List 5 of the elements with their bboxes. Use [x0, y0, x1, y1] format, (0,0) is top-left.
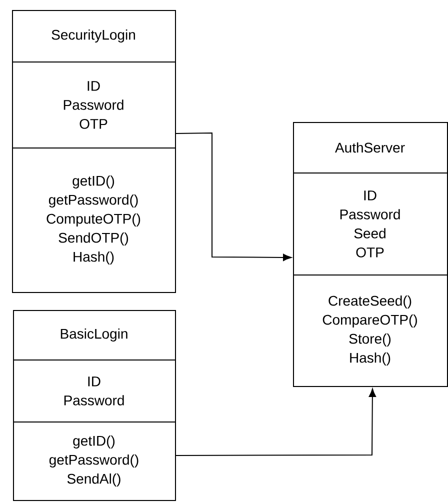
class-box: BasicLogin ID Password getID() getPassword() SendAl()	[12, 310, 176, 501]
class-box: AuthServer ID Password Seed OTP CreateSeed() CompareOTP() Store() Hash()	[292, 122, 448, 387]
class-box: SecurityLogin ID Password OTP getID() getPassword() ComputeOTP() SendOTP() Hash()	[12, 10, 176, 293]
arrow	[176, 132, 292, 262]
arrow	[176, 388, 376, 456]
